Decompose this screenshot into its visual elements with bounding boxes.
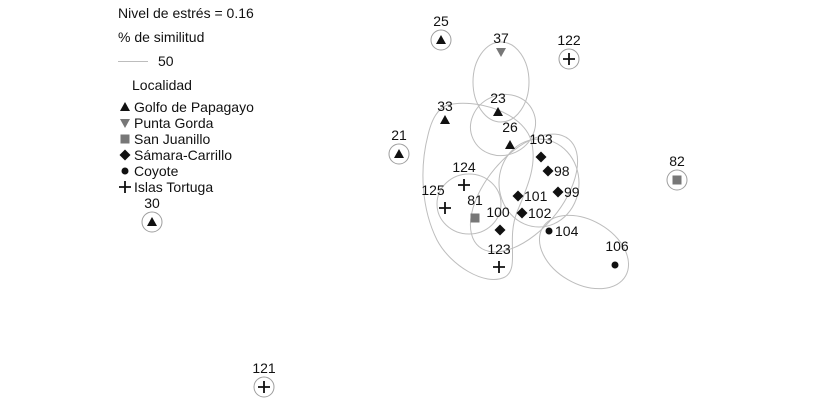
point-121-marker bbox=[258, 381, 270, 393]
point-82-marker bbox=[672, 175, 682, 185]
point-106-marker bbox=[611, 261, 619, 269]
point-30-marker bbox=[147, 217, 157, 226]
point-label-37: 37 bbox=[493, 30, 509, 46]
point-halo-121 bbox=[253, 376, 275, 398]
point-halo-82 bbox=[666, 169, 688, 191]
point-125-marker bbox=[439, 202, 451, 214]
legend-entry: Golfo de Papagayo bbox=[118, 99, 254, 115]
legend-entry: Coyote bbox=[118, 163, 254, 179]
contour-main-group bbox=[422, 102, 534, 280]
similarity-contours bbox=[422, 41, 630, 290]
point-label-81: 81 bbox=[467, 192, 483, 208]
point-label-82: 82 bbox=[669, 153, 685, 169]
point-label-100: 100 bbox=[486, 204, 510, 220]
point-label-98: 98 bbox=[554, 163, 570, 179]
legend-entry-label: Punta Gorda bbox=[134, 115, 214, 131]
point-label-33: 33 bbox=[437, 98, 453, 114]
contour-legend-entry: 50 bbox=[118, 53, 254, 69]
point-label-30: 30 bbox=[144, 195, 160, 211]
point-label-23: 23 bbox=[490, 90, 506, 106]
point-98-marker bbox=[542, 165, 554, 177]
point-label-21: 21 bbox=[391, 127, 407, 143]
point-label-102: 102 bbox=[528, 205, 552, 221]
legend-entry-label: Sámara-Carrillo bbox=[134, 147, 233, 163]
point-label-124: 124 bbox=[452, 159, 476, 175]
legend-marker-plus bbox=[119, 181, 131, 193]
point-103-marker bbox=[535, 151, 547, 163]
point-halo-30 bbox=[141, 211, 163, 233]
legend-title: Localidad bbox=[132, 77, 192, 93]
point-26-marker bbox=[505, 140, 515, 149]
similarity-label: % de similitud bbox=[118, 29, 205, 45]
point-halo-25 bbox=[430, 29, 452, 51]
point-99-marker bbox=[552, 186, 564, 198]
legend-entry-label: Golfo de Papagayo bbox=[134, 99, 254, 115]
point-label-106: 106 bbox=[605, 238, 629, 254]
point-104-marker bbox=[545, 227, 553, 235]
legend-marker-square bbox=[120, 134, 130, 144]
square-icon bbox=[118, 132, 132, 146]
point-21-marker bbox=[394, 149, 404, 158]
point-label-26: 26 bbox=[502, 119, 518, 135]
point-label-103: 103 bbox=[529, 131, 553, 147]
point-23-marker bbox=[493, 107, 503, 116]
legend-entry: San Juanillo bbox=[118, 131, 254, 147]
legend-marker-diamond bbox=[119, 149, 131, 161]
legend-entry-label: Islas Tortuga bbox=[134, 179, 214, 195]
stress-label: Nivel de estrés = 0.16 bbox=[118, 5, 254, 21]
point-label-123: 123 bbox=[487, 241, 511, 257]
point-label-121: 121 bbox=[252, 360, 276, 376]
legend-entry: Sámara-Carrillo bbox=[118, 147, 254, 163]
contour-diagonal-group bbox=[469, 133, 579, 253]
contour-coyote-group bbox=[538, 214, 630, 290]
contour-line-sample bbox=[118, 60, 148, 62]
point-halo-21 bbox=[388, 143, 410, 165]
legend-entry: Punta Gorda bbox=[118, 115, 254, 131]
contour-samara-group bbox=[498, 138, 580, 228]
point-label-125: 125 bbox=[421, 182, 445, 198]
point-101-marker bbox=[512, 190, 524, 202]
point-102-marker bbox=[516, 207, 528, 219]
point-124-marker bbox=[458, 179, 470, 191]
point-label-104: 104 bbox=[555, 223, 579, 239]
point-25-marker bbox=[436, 35, 446, 44]
legend-marker-circle bbox=[121, 167, 129, 175]
triangle-up-icon bbox=[118, 100, 132, 114]
contour-punta-gorda-group bbox=[472, 41, 530, 123]
triangle-down-icon bbox=[118, 116, 132, 130]
point-100-marker bbox=[494, 224, 506, 236]
legend-marker-triangle-down bbox=[120, 119, 130, 128]
point-123-marker bbox=[493, 261, 505, 273]
legend-entry: Islas Tortuga bbox=[118, 179, 254, 195]
point-label-99: 99 bbox=[564, 184, 580, 200]
legend-marker-triangle-up bbox=[120, 102, 130, 111]
contour-legend-label: 50 bbox=[158, 53, 174, 69]
legend: Nivel de estrés = 0.16 % de similitud 50… bbox=[118, 5, 254, 195]
contour-central-group bbox=[470, 93, 536, 157]
point-122-marker bbox=[563, 53, 575, 65]
point-37-marker bbox=[496, 48, 506, 57]
point-label-25: 25 bbox=[433, 13, 449, 29]
legend-entry-label: San Juanillo bbox=[134, 131, 211, 147]
point-halo-122 bbox=[558, 48, 580, 70]
diamond-icon bbox=[118, 148, 132, 162]
circle-icon bbox=[118, 164, 132, 178]
point-label-101: 101 bbox=[524, 188, 548, 204]
point-33-marker bbox=[440, 115, 450, 124]
contour-tortuga-group bbox=[436, 173, 502, 235]
plus-icon bbox=[118, 180, 132, 194]
point-label-122: 122 bbox=[557, 32, 581, 48]
point-81-marker bbox=[470, 213, 480, 223]
legend-entry-label: Coyote bbox=[134, 163, 179, 179]
